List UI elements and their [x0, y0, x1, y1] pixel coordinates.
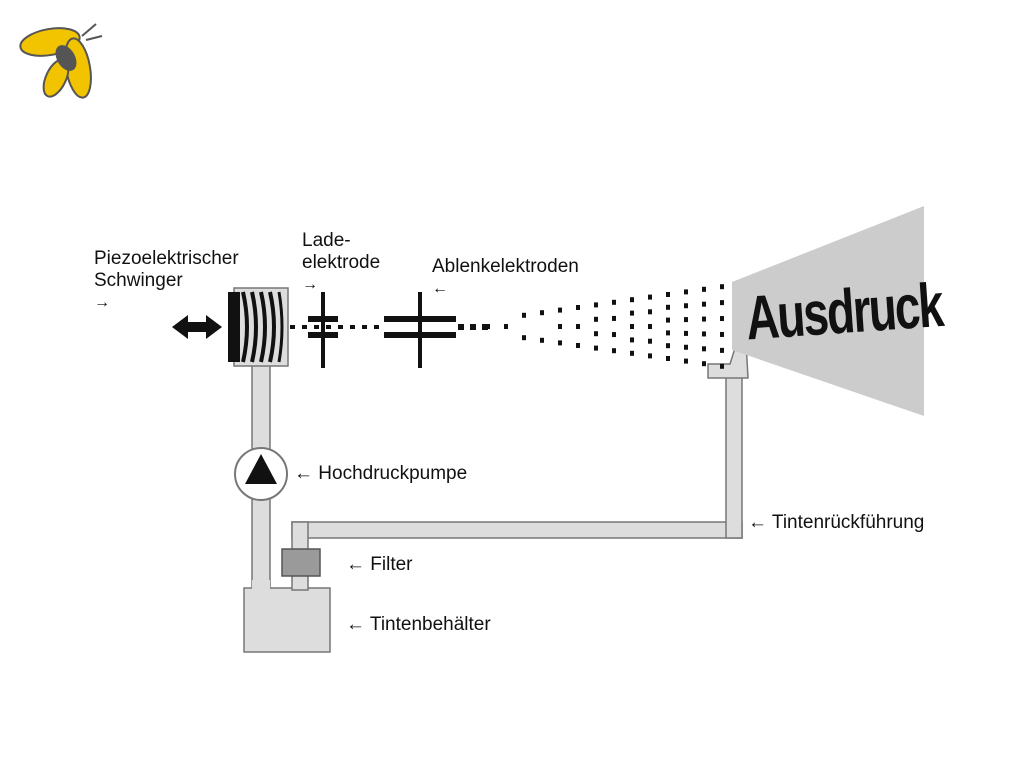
ink-drop — [684, 317, 688, 323]
ink-drop — [666, 304, 670, 310]
charge-electrode — [308, 292, 338, 368]
ink-drop — [470, 324, 476, 330]
ink-drop — [576, 305, 580, 310]
ink-drop — [630, 324, 634, 329]
pump-symbol — [234, 447, 288, 501]
ink-drop — [702, 331, 706, 337]
ink-drop — [684, 330, 688, 336]
ink-tank — [243, 587, 331, 653]
ink-drop — [594, 316, 598, 322]
ink-drop — [326, 325, 331, 329]
ink-drop — [594, 331, 598, 337]
ink-drop — [594, 345, 598, 351]
ink-drop — [720, 363, 724, 369]
ink-drop — [702, 286, 706, 292]
ink-drop — [666, 292, 670, 297]
ink-drop — [350, 325, 355, 329]
ink-drop — [362, 325, 367, 329]
ink-drop — [482, 324, 488, 330]
ink-drop — [504, 324, 508, 329]
ink-drop — [612, 299, 616, 305]
ink-drop — [702, 346, 706, 352]
ink-drop — [576, 324, 580, 329]
return-label: ← Tintenrückführung — [748, 512, 925, 533]
filter-label: ← Filter — [346, 554, 413, 575]
deflection-electrodes — [384, 292, 456, 368]
ink-drop — [630, 310, 634, 316]
ink-drop — [720, 284, 724, 290]
ink-drop — [720, 331, 724, 337]
ink-drop — [338, 325, 343, 329]
ink-drop — [540, 310, 544, 316]
piezo-label: Piezoelektrischer Schwinger → — [94, 248, 239, 311]
ink-drop — [630, 297, 634, 303]
ink-drop — [540, 337, 544, 343]
ink-drop — [648, 353, 652, 359]
ink-drop — [630, 337, 634, 343]
ink-drop — [612, 348, 616, 354]
charge-electrode-label: Lade- elektrode → — [302, 230, 381, 293]
ink-drop-stream — [290, 284, 724, 369]
ink-drop — [666, 330, 670, 336]
ink-drop — [648, 338, 652, 344]
ink-drop — [702, 316, 706, 322]
ink-drop — [612, 315, 616, 321]
ink-drop — [648, 324, 652, 329]
ink-drop — [302, 325, 307, 329]
ink-drop — [666, 317, 670, 323]
filter-block — [281, 548, 321, 577]
ink-drop — [684, 289, 688, 295]
tank-label: ← Tintenbehälter — [346, 614, 491, 635]
ink-drop — [702, 301, 706, 307]
piezo-oscillator — [228, 287, 289, 367]
ink-drop — [720, 300, 724, 306]
ink-drop — [684, 358, 688, 364]
ink-drop — [374, 325, 379, 329]
ink-drop — [684, 344, 688, 350]
ink-drop — [666, 343, 670, 349]
ink-drop — [648, 294, 652, 300]
ink-drop — [558, 340, 562, 346]
ink-drop — [702, 361, 706, 367]
ink-drop — [486, 324, 490, 329]
ink-drop — [458, 324, 464, 330]
ink-drop — [290, 325, 295, 329]
ink-drop — [648, 309, 652, 315]
ink-drop — [720, 347, 724, 353]
ink-drop — [612, 332, 616, 338]
bee-logo-icon — [19, 23, 103, 99]
ink-drop — [666, 356, 670, 361]
ink-drop — [630, 350, 634, 356]
ink-drop — [684, 303, 688, 309]
ink-drop — [576, 343, 580, 348]
ink-drop — [720, 316, 724, 322]
ink-drop — [594, 302, 598, 308]
ink-drop — [558, 324, 562, 329]
print-screen — [732, 206, 924, 416]
ink-drop — [314, 325, 319, 329]
pump-label: ← Hochdruckpumpe — [294, 463, 468, 484]
deflection-label: Ablenkelektroden ← — [432, 256, 579, 297]
double-arrow-icon — [172, 315, 222, 339]
printout-text: Ausdruck — [743, 269, 945, 354]
ink-drop — [558, 307, 562, 313]
ink-drop — [522, 335, 526, 341]
ink-drop — [522, 312, 526, 318]
